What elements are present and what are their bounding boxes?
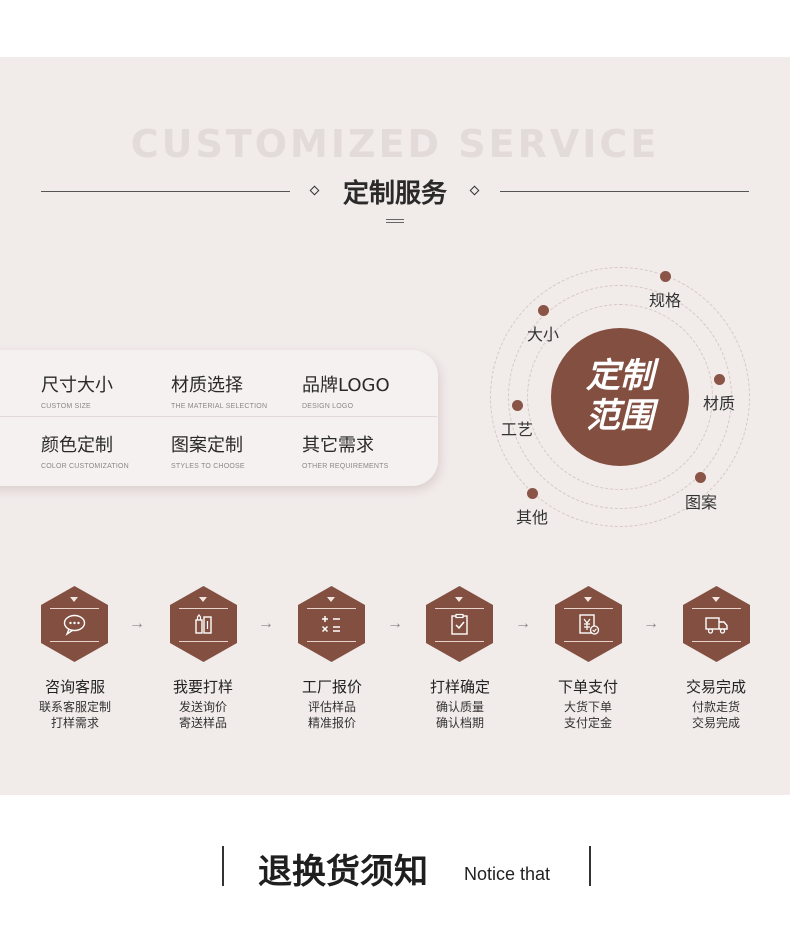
payment-icon: [579, 614, 600, 635]
scope-item-label: 颜色定制: [41, 435, 113, 456]
step-detail: 确认档期: [435, 716, 484, 730]
step-badge-payment: [555, 586, 622, 662]
arrow-icon: →: [258, 615, 274, 632]
notice-title: 退换货须知: [258, 852, 428, 892]
chat-icon: [63, 614, 86, 636]
scope-item-other: 其它需求 OTHER REQUIREMENTS: [302, 431, 432, 470]
arrow-icon: →: [129, 615, 145, 632]
step-detail: 评估样品: [307, 700, 356, 714]
range-dot: [695, 472, 706, 483]
scope-item-pattern: 图案定制 STYLES TO CHOOSE: [171, 431, 301, 470]
notice-subtitle: Notice that: [464, 864, 551, 884]
customization-options-card: [0, 350, 438, 486]
scope-item-sublabel: DESIGN LOGO: [302, 403, 354, 410]
step-badge-complete: [683, 586, 750, 662]
step-detail: 寄送样品: [178, 716, 227, 730]
clipboard-check-icon: [451, 613, 468, 635]
range-label-pattern: 图案: [685, 493, 718, 512]
range-dot: [714, 374, 725, 385]
scope-item-sublabel: STYLES TO CHOOSE: [171, 463, 245, 470]
step-title: 打样确定: [429, 678, 490, 696]
step-title: 下单支付: [557, 678, 618, 696]
scope-item-label: 图案定制: [171, 435, 243, 456]
step-title: 工厂报价: [301, 678, 362, 696]
range-label-other: 其他: [516, 508, 549, 527]
notice-bar-left: [222, 846, 224, 886]
arrow-icon: →: [515, 615, 531, 632]
range-label-material: 材质: [703, 394, 736, 413]
scope-item-label: 材质选择: [171, 375, 243, 396]
scope-item-label: 尺寸大小: [41, 375, 113, 396]
arrow-icon: →: [643, 615, 659, 632]
scope-item-sublabel: CUSTOM SIZE: [41, 403, 91, 410]
scope-item-sublabel: OTHER REQUIREMENTS: [302, 463, 389, 470]
step-title: 交易完成: [685, 678, 746, 696]
range-label-size: 大小: [527, 325, 560, 344]
step-detail: 支付定金: [563, 716, 612, 730]
step-title: 咨询客服: [44, 678, 105, 696]
calculator-icon: [321, 616, 340, 633]
section-title: 定制服务: [342, 179, 447, 209]
scope-item-logo: 品牌LOGO DESIGN LOGO: [302, 371, 432, 410]
step-detail: 发送询价: [178, 700, 227, 714]
range-dot: [538, 305, 549, 316]
step-detail: 打样需求: [50, 716, 99, 730]
scope-item-color: 颜色定制 COLOR CUSTOMIZATION: [41, 431, 171, 470]
step-badge-consult: [41, 586, 108, 662]
customization-scope-badge: 定制 范围: [551, 328, 689, 466]
step-badge-quote: [298, 586, 365, 662]
step-title: 我要打样: [172, 678, 233, 696]
title-underline: [386, 219, 404, 223]
middle-ring: [508, 285, 732, 509]
scope-item-label: 品牌LOGO: [302, 375, 390, 396]
step-badge-sample: [170, 586, 237, 662]
title-divider-right: [500, 191, 749, 192]
arrow-icon: →: [387, 615, 403, 632]
badge-line-2: 范围: [586, 396, 654, 436]
step-detail: 联系客服定制: [38, 700, 111, 714]
step-detail: 确认质量: [435, 700, 484, 714]
sample-icon: [195, 614, 212, 634]
range-label-spec: 规格: [649, 291, 682, 310]
scope-item-size: 尺寸大小 CUSTOM SIZE: [41, 371, 171, 410]
step-badge-confirm: [426, 586, 493, 662]
card-divider: [0, 416, 437, 417]
scope-item-sublabel: COLOR CUSTOMIZATION: [41, 463, 129, 470]
step-detail: 大货下单: [563, 700, 612, 714]
range-dot: [527, 488, 538, 499]
scope-item-material: 材质选择 THE MATERIAL SELECTION: [171, 371, 301, 410]
step-detail: 交易完成: [691, 716, 740, 730]
range-label-craft: 工艺: [501, 420, 534, 439]
step-detail: 精准报价: [307, 716, 356, 730]
badge-line-1: 定制: [586, 356, 654, 396]
step-detail: 付款走货: [691, 700, 740, 714]
range-dot: [512, 400, 523, 411]
watermark-title: CUSTOMIZED SERVICE: [130, 122, 660, 166]
title-divider-left: [41, 191, 290, 192]
range-dot: [660, 271, 671, 282]
inner-ring: [527, 304, 713, 490]
truck-icon: [705, 617, 728, 634]
scope-item-label: 其它需求: [302, 435, 374, 456]
outer-ring: [490, 267, 750, 527]
notice-bar-right: [589, 846, 591, 886]
scope-item-sublabel: THE MATERIAL SELECTION: [171, 403, 268, 410]
